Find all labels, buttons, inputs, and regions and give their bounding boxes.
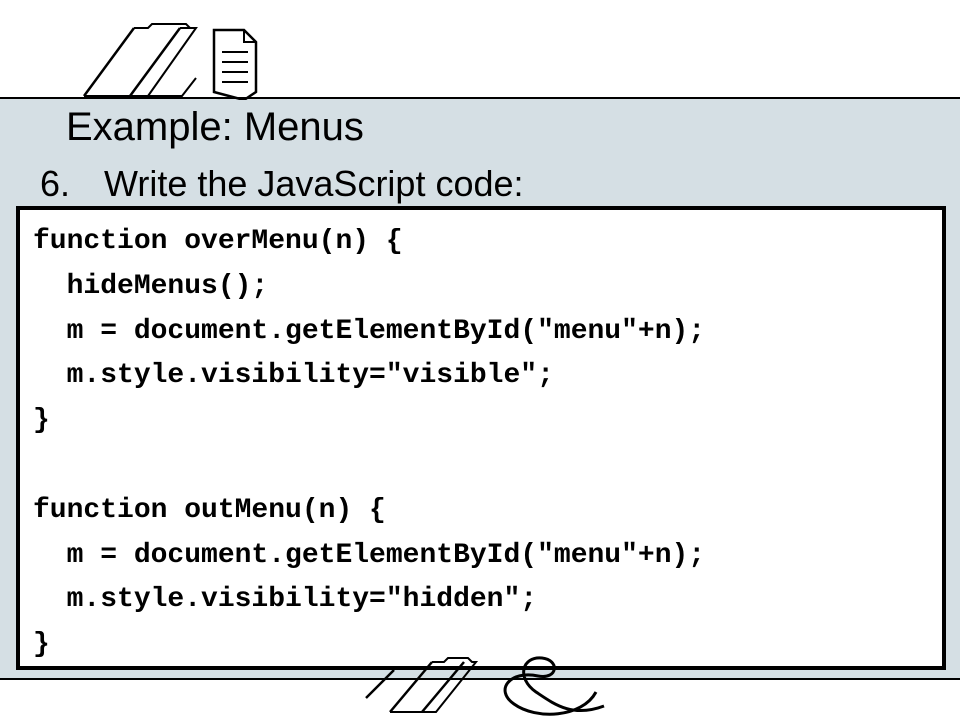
header-decoration: [82, 23, 258, 100]
code-line: function outMenu(n) {: [33, 494, 386, 526]
footer-decoration: [365, 656, 605, 716]
code-line: m.style.visibility="hidden";: [33, 584, 538, 616]
code-line: hideMenus();: [33, 270, 269, 302]
step-number: 6.: [40, 163, 71, 204]
folder-icon: [389, 657, 479, 713]
code-line: }: [33, 405, 50, 437]
document-icon: [212, 28, 258, 100]
code-line: }: [33, 629, 50, 661]
code-block: function overMenu(n) { hideMenus(); m = …: [16, 206, 946, 670]
code-line: m = document.getElementById("menu"+n);: [33, 539, 706, 571]
slide-title: Example: Menus: [66, 105, 364, 149]
code-line: m.style.visibility="visible";: [33, 360, 554, 392]
step-text: Write the JavaScript code:: [104, 163, 524, 204]
code-line: m = document.getElementById("menu"+n);: [33, 315, 706, 347]
folder-icon: [82, 23, 198, 97]
slash-icon: [365, 669, 395, 699]
code-line: function overMenu(n) {: [33, 226, 403, 257]
ampersand-icon: [503, 656, 605, 716]
code-line: [33, 444, 942, 489]
step-item: 6. Write the JavaScript code:: [40, 160, 524, 208]
